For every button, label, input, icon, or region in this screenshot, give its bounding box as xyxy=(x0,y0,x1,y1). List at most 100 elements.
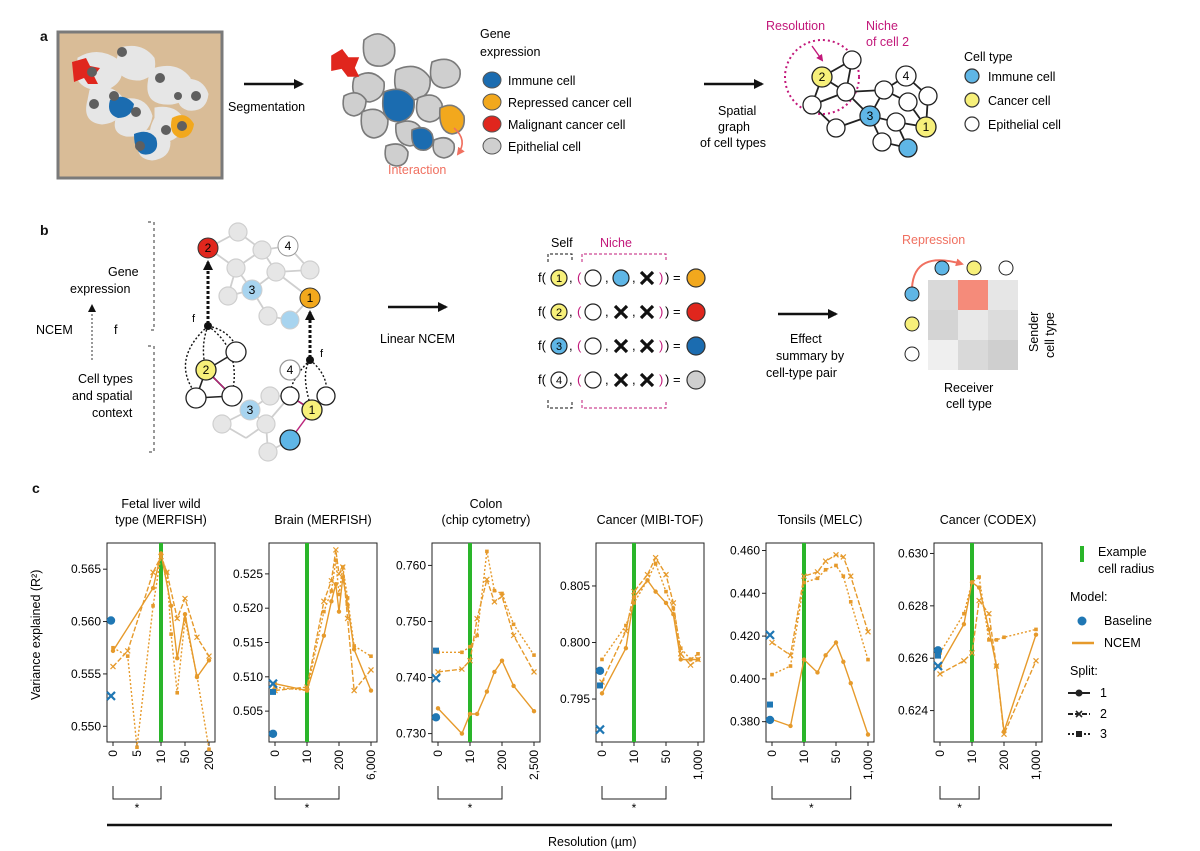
significance-bracket xyxy=(437,786,503,800)
graph-a-node-1: 1 xyxy=(923,120,930,134)
equation-function: f( xyxy=(538,338,547,353)
chart-title: Tonsils (MELC) xyxy=(778,513,863,527)
x-tick-label: 50 xyxy=(178,750,192,764)
cell-type-title: Cell type xyxy=(964,50,1013,64)
equation-niche-node xyxy=(584,371,602,389)
ncem-point xyxy=(135,745,139,750)
chart-frame xyxy=(765,542,875,743)
x-tick-label: 1,000 xyxy=(1029,750,1043,780)
ncem-point xyxy=(111,645,115,650)
ncem-point xyxy=(328,577,335,584)
x-tick-label: 10 xyxy=(300,750,314,764)
x-tick-label: 200 xyxy=(332,750,346,770)
lower-node-1: 1 xyxy=(309,403,316,417)
ncem-point xyxy=(458,666,465,673)
significance-bracket xyxy=(601,786,667,800)
ncem-point xyxy=(985,610,992,617)
equation-comma: , xyxy=(632,372,636,387)
legend-swatch xyxy=(482,115,502,133)
ncem-point xyxy=(993,663,1000,669)
ncem-point xyxy=(670,600,677,606)
legend-label: Immune cell xyxy=(508,74,575,88)
ncem-point xyxy=(961,621,967,627)
legend-label: Repressed cancer cell xyxy=(508,96,632,110)
equation-niche-node xyxy=(584,269,602,287)
panel-a: Segmentation Interaction Gene expression… xyxy=(56,19,1061,180)
interaction-label: Interaction xyxy=(388,163,446,177)
baseline-point xyxy=(268,678,278,689)
ncem-point xyxy=(801,657,807,662)
ncem-line-split-3 xyxy=(601,561,699,661)
example-label-2: cell radius xyxy=(1098,562,1154,576)
y-tick-label: 0.760 xyxy=(396,558,426,572)
panel-c: Variance explained (R²) Fetal liver wild… xyxy=(29,497,1154,849)
y-tick-label: 0.800 xyxy=(560,636,590,650)
equation-self-node xyxy=(550,303,568,321)
sender-label-2: cell type xyxy=(1043,312,1057,358)
example-label-1: Example xyxy=(1098,545,1147,559)
equation-cross xyxy=(639,338,655,354)
ncem-point xyxy=(322,609,326,614)
panel-c-letter: c xyxy=(32,480,40,496)
ncem-point xyxy=(460,650,464,655)
ncem-point xyxy=(435,669,441,675)
y-tick-label: 0.550 xyxy=(71,719,101,733)
ncem-point xyxy=(976,597,983,604)
ncem-line-split-2 xyxy=(437,576,535,673)
y-tick-label: 0.626 xyxy=(898,651,928,665)
linear-ncem-label: Linear NCEM xyxy=(380,332,455,346)
ncem-point xyxy=(696,652,700,656)
ncem-point xyxy=(969,650,975,656)
ncem-point xyxy=(467,657,473,664)
equation-row: f(1,(,,)) = xyxy=(538,268,706,288)
lower-node-3: 3 xyxy=(247,403,254,417)
ncem-point xyxy=(368,667,374,673)
y-tick-label: 0.460 xyxy=(730,543,760,557)
ncem-point xyxy=(788,664,793,668)
effect-summary-label-1: Effect xyxy=(790,332,822,346)
ncem-point xyxy=(815,670,820,675)
significance-marker: * xyxy=(305,801,310,815)
x-tick-label: 200 xyxy=(495,750,509,770)
ncem-point xyxy=(195,674,199,678)
y-tick-label: 0.628 xyxy=(898,599,928,613)
significance-bracket xyxy=(771,786,852,800)
ncem-point xyxy=(352,644,356,648)
baseline-point xyxy=(431,673,441,683)
equation-row: f(3,(,,)) = xyxy=(538,336,706,356)
cell-types-label-1: Cell types xyxy=(78,372,133,386)
equation-niche-node xyxy=(584,337,602,355)
ncem-point xyxy=(483,576,490,583)
ncem-line-split-2 xyxy=(274,549,372,693)
legend-swatch xyxy=(964,68,980,84)
lower-node-2: 2 xyxy=(203,363,210,377)
y-tick-label: 0.505 xyxy=(233,704,263,718)
baseline-point xyxy=(106,691,116,701)
x-tick-label: 50 xyxy=(659,750,673,764)
y-tick-label: 0.730 xyxy=(396,727,426,741)
equation-cross xyxy=(613,372,629,388)
ncem-point xyxy=(866,657,870,662)
x-tick-label: 6,000 xyxy=(364,750,378,780)
gene-expression-label-2: expression xyxy=(70,282,130,296)
equation-result xyxy=(686,268,706,288)
lower-graph: 2 4 3 1 xyxy=(185,341,336,462)
equation-paren: ) = xyxy=(665,304,681,319)
cell-types-label-3: context xyxy=(92,406,133,420)
ncem-point xyxy=(841,659,846,664)
chart-frame xyxy=(431,542,541,743)
lower-node-4: 4 xyxy=(287,363,294,377)
legend-label: Cancer cell xyxy=(988,94,1051,108)
equations: f(1,(,,)) =f(2,(,,)) =f(3,(,,)) =f(4,(,,… xyxy=(538,268,706,390)
ncem-point xyxy=(664,589,668,594)
equation-result xyxy=(686,370,706,390)
panel-b-letter: b xyxy=(40,222,49,238)
equation-result xyxy=(686,302,706,322)
y-tick-label: 0.520 xyxy=(233,601,263,615)
niche-label-1: Niche xyxy=(866,19,898,33)
ncem-point xyxy=(150,585,156,591)
equation-self-number: 4 xyxy=(556,375,562,387)
graph-a-node-3: 3 xyxy=(867,109,874,123)
